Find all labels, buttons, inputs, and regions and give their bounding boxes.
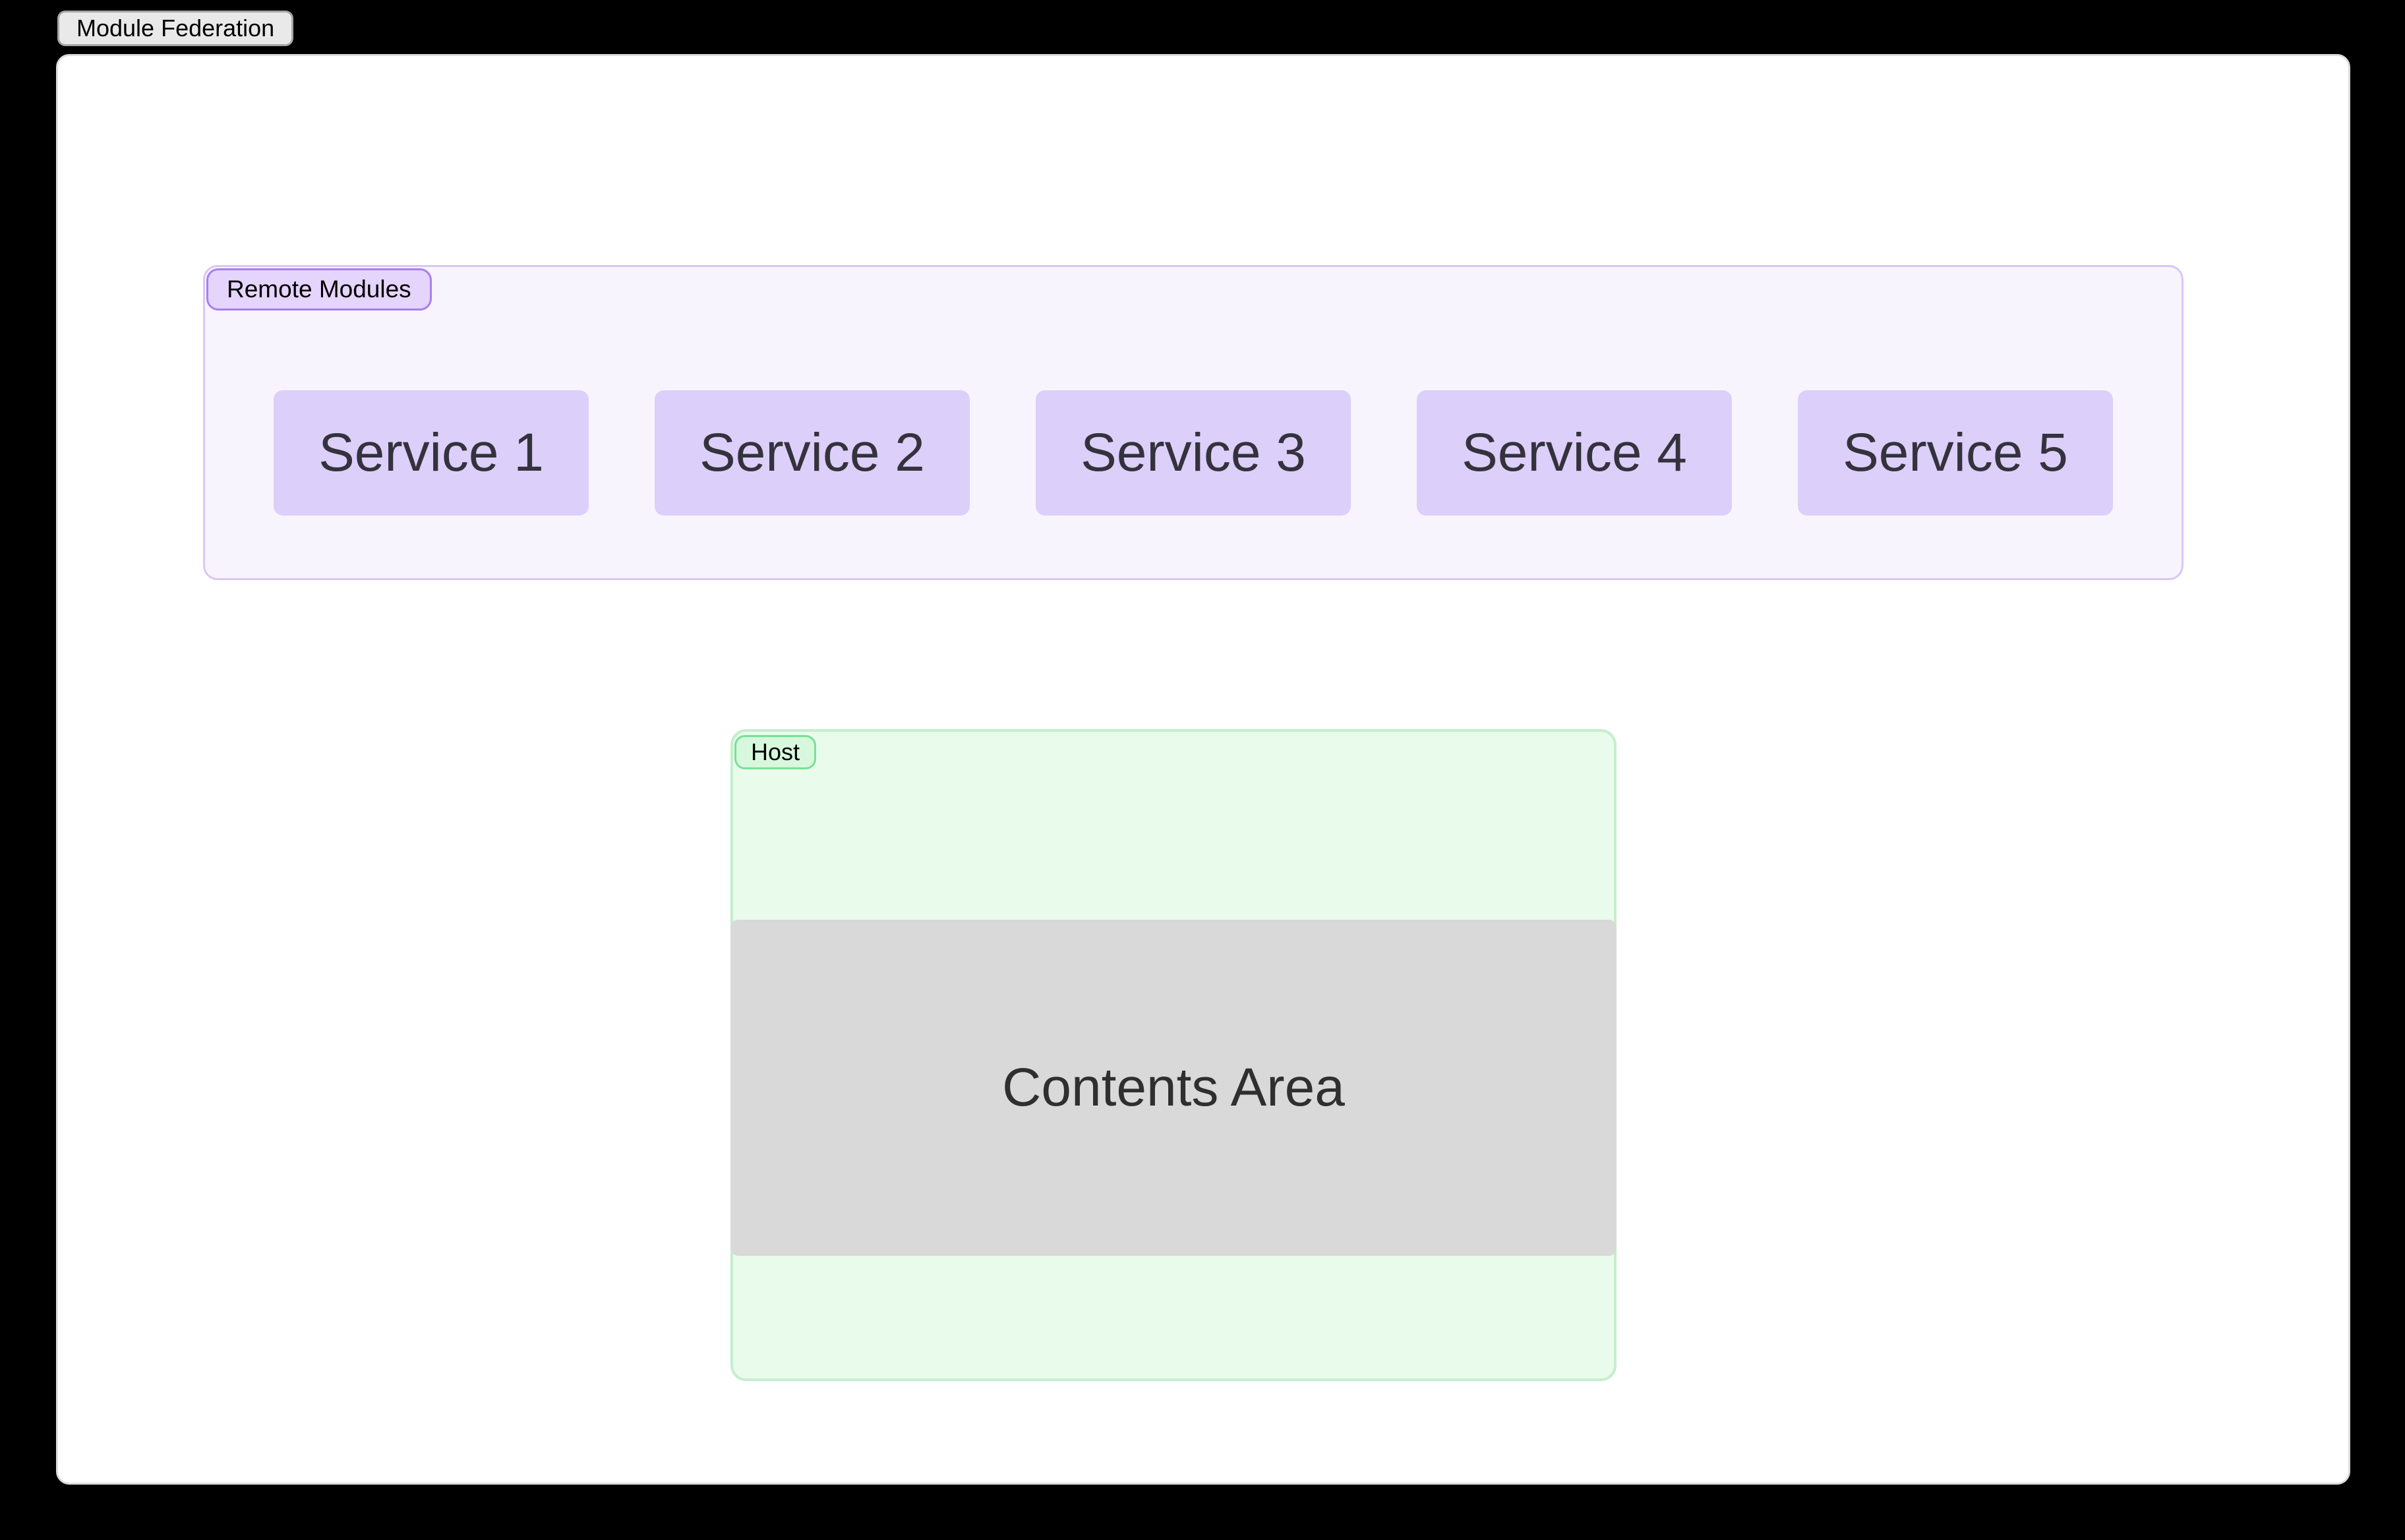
remote-modules-label-text: Remote Modules xyxy=(227,276,411,303)
services-row: Service 1 Service 2 Service 3 Service 4 … xyxy=(205,390,2182,516)
host-frame[interactable]: Host Contents Area xyxy=(730,729,1617,1381)
whiteboard-canvas[interactable]: Remote Modules Service 1 Service 2 Servi… xyxy=(56,54,2350,1485)
service-1-node[interactable]: Service 1 xyxy=(274,390,589,516)
diagram-title-tab[interactable]: Module Federation xyxy=(57,11,294,46)
diagram-title-text: Module Federation xyxy=(76,15,275,42)
service-3-label: Service 3 xyxy=(1081,423,1306,483)
contents-area-node[interactable]: Contents Area xyxy=(730,920,1617,1256)
remote-modules-frame[interactable]: Remote Modules Service 1 Service 2 Servi… xyxy=(203,265,2183,580)
contents-area-text: Contents Area xyxy=(1002,1057,1345,1117)
service-2-node[interactable]: Service 2 xyxy=(655,390,970,516)
host-label-text: Host xyxy=(751,738,800,765)
service-4-node[interactable]: Service 4 xyxy=(1417,390,1732,516)
host-frame-label[interactable]: Host xyxy=(734,735,817,769)
service-5-label: Service 5 xyxy=(1843,423,2068,483)
service-1-label: Service 1 xyxy=(318,423,544,483)
service-3-node[interactable]: Service 3 xyxy=(1036,390,1351,516)
remote-modules-frame-label[interactable]: Remote Modules xyxy=(206,268,432,311)
service-2-label: Service 2 xyxy=(699,423,925,483)
service-5-node[interactable]: Service 5 xyxy=(1798,390,2113,516)
service-4-label: Service 4 xyxy=(1462,423,1687,483)
